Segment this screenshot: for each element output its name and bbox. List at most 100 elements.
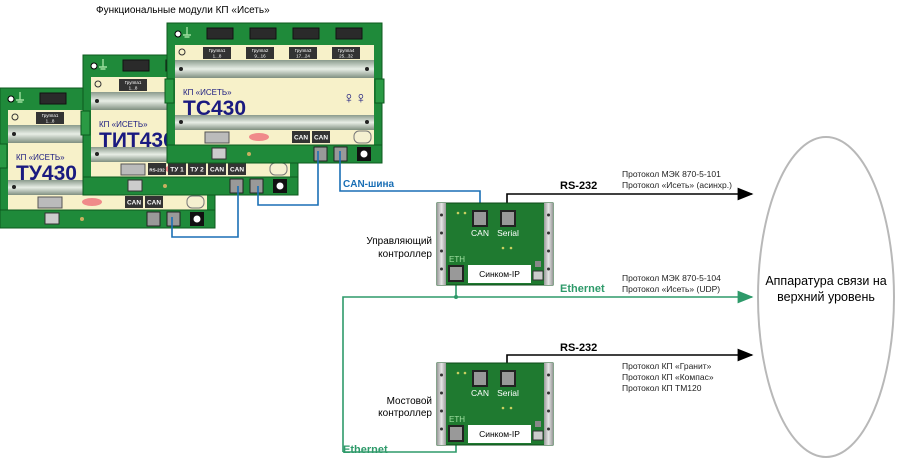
dip-switch	[120, 163, 146, 176]
logo-icon: ♀♀	[343, 90, 367, 107]
din-rail	[544, 203, 553, 285]
led-icon	[456, 211, 460, 215]
control-controller-label: Управляющий	[366, 236, 432, 247]
led-icon	[501, 406, 505, 410]
rail-screw	[547, 373, 550, 377]
eth-port-label: ETH	[449, 415, 465, 424]
side-tab	[0, 143, 8, 169]
terminal-icon	[174, 30, 182, 38]
serial-port-label: Serial	[497, 388, 519, 398]
ethernet-main-line	[342, 290, 754, 452]
rs232-bottom-protocol: Протокол КП «Компас»	[622, 372, 714, 382]
bottom-bar	[166, 144, 383, 164]
screw-icon	[12, 132, 16, 136]
rail-screw	[440, 267, 443, 271]
button-label: CAN	[127, 200, 141, 207]
button-label-box	[292, 131, 310, 143]
module-brand: КП «ИСЕТЬ»	[99, 120, 148, 129]
device-label-box	[468, 425, 531, 443]
device-label: Синком-IP	[479, 429, 520, 439]
ethernet-label: Ethernet	[560, 283, 605, 295]
rail-screw	[547, 267, 550, 271]
diagram-title: Функциональные модули КП «Исеть»	[96, 5, 270, 16]
bridge-controller-label: Мостовой	[387, 396, 432, 407]
led-icon	[456, 371, 460, 375]
dip-switch	[37, 196, 63, 209]
connector-slot	[122, 59, 150, 72]
rail-screw	[440, 391, 443, 395]
status-led-label	[82, 198, 102, 206]
button-label-box	[228, 163, 246, 175]
button-label-box	[148, 163, 166, 175]
grey-bar	[175, 60, 374, 78]
status-led-label	[249, 133, 269, 141]
group-label: 9...16	[254, 54, 266, 59]
led-icon	[247, 152, 251, 156]
button-label-box	[168, 163, 186, 175]
can-port	[472, 210, 488, 227]
upper-level-label: верхний уровень	[777, 290, 875, 304]
screw-icon	[94, 80, 102, 88]
led-icon	[163, 184, 167, 188]
reset-button	[269, 162, 288, 176]
module-3: Группа11...8Группа29...16Группа317...24Г…	[164, 22, 385, 164]
bottom-bar	[0, 209, 216, 229]
terminal-icon	[7, 95, 15, 103]
control-controller-label: контроллер	[378, 249, 432, 260]
group-label-box	[119, 79, 147, 91]
module-name: ТИТ430	[99, 129, 175, 152]
can-port	[472, 370, 488, 387]
screw-icon	[12, 185, 16, 189]
group-label: 1...8	[46, 119, 55, 124]
device-label: Синком-IP	[479, 269, 520, 279]
bottom-bar	[82, 176, 299, 196]
group-label: Группа4	[338, 48, 355, 53]
group-label: 1...8	[129, 86, 138, 91]
dip-switch	[532, 430, 544, 441]
group-label: 1...8	[213, 54, 222, 59]
group-label: 17...24	[296, 54, 310, 59]
screw-icon	[179, 67, 183, 71]
port-can-out	[249, 178, 264, 194]
upper-level-label: Аппаратура связи на	[765, 274, 886, 288]
power-jack-hole	[193, 215, 201, 223]
screw-icon	[365, 67, 369, 71]
can-port-label: CAN	[471, 228, 489, 238]
button-label: CAN	[294, 135, 308, 142]
rail-screw	[440, 409, 443, 413]
rail-screw	[440, 249, 443, 253]
button-label-box	[145, 196, 163, 208]
led-icon	[463, 211, 467, 215]
module-brand: КП «ИСЕТЬ»	[16, 153, 65, 162]
screw-icon	[11, 113, 19, 121]
power-jack-hole	[360, 150, 368, 158]
button-label-box	[208, 163, 226, 175]
serial-port	[500, 210, 516, 227]
group-label-box	[332, 47, 360, 59]
dip-switch	[204, 131, 230, 144]
jumper-icon	[535, 261, 541, 267]
side-tab	[374, 78, 385, 104]
rail-screw	[440, 427, 443, 431]
button-label-box	[312, 131, 330, 143]
rail-screw	[547, 409, 550, 413]
can-line-tc-tit	[257, 151, 319, 206]
button-label: ТУ 1	[170, 167, 184, 174]
button-label: CAN	[147, 200, 161, 207]
led-icon	[509, 246, 513, 250]
module-name: ТУ430	[16, 162, 77, 185]
ground-icon	[183, 27, 191, 38]
button-label-box	[188, 163, 206, 175]
group-label: Группа3	[295, 48, 312, 53]
connector-slot	[39, 92, 67, 105]
screw-icon	[179, 120, 183, 124]
screw-icon	[365, 120, 369, 124]
rail-screw	[547, 391, 550, 395]
rail-screw	[547, 231, 550, 235]
group-label: Группа2	[252, 48, 269, 53]
power-jack-hole	[276, 182, 284, 190]
can-port-label: CAN	[471, 388, 489, 398]
